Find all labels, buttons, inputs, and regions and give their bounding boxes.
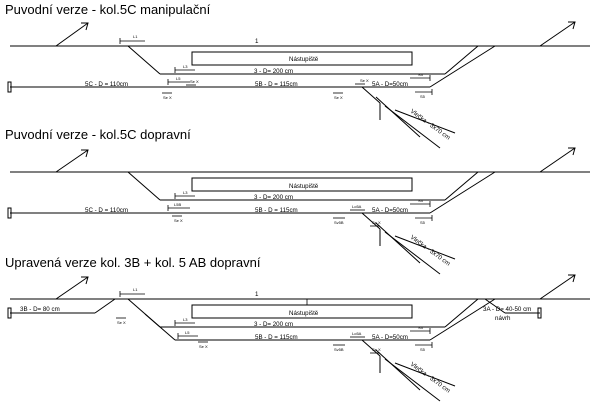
heading-original-manipulation: Puvodní verze - kol.5C manipulační [5, 2, 211, 17]
signal-sv5b: Sv5B [333, 217, 345, 225]
svg-text:L1: L1 [133, 34, 138, 39]
shunting-signal-b: Se X [162, 92, 172, 100]
track-1-label: 1 [255, 291, 259, 298]
track-5a-label: 5A - D=50cm [372, 81, 408, 88]
track-5b-label: 5B - D = 115cm [255, 81, 298, 88]
proposal-label: návrh [495, 315, 511, 322]
buffer-stop [7, 207, 12, 219]
signal-s3: S3 [410, 198, 431, 207]
siding-label: Vlečka - 3x70 cm [409, 361, 452, 395]
shunting-signal-c: Se X [355, 78, 369, 85]
siding-label: Vlečka - 3x70 cm [409, 234, 452, 268]
shunting-signal-b: Se X [370, 220, 381, 227]
svg-text:S5: S5 [420, 220, 426, 225]
signal-sv5b: Sv5B [333, 344, 345, 352]
buffer-stop [7, 307, 12, 319]
svg-text:Se X: Se X [163, 95, 172, 100]
svg-text:S3: S3 [418, 198, 424, 203]
signal-l3: L3 [174, 317, 195, 326]
svg-text:Lo5A: Lo5A [352, 204, 362, 209]
platform-label: Nástupiště [289, 183, 319, 190]
shunting-signal-d: Se X [333, 92, 343, 100]
buffer-stop-right [537, 307, 542, 319]
svg-text:S5: S5 [420, 94, 426, 99]
track-1-label: 1 [255, 38, 259, 45]
svg-text:Lo5A: Lo5A [352, 331, 362, 336]
svg-text:Sv5B: Sv5B [334, 220, 344, 225]
platform-label: Nástupiště [289, 310, 319, 317]
signal-lo5a: Lo5A [350, 204, 365, 211]
signal-s5: S5 [415, 89, 433, 99]
track-5a-label: 5A - D=50cm [372, 207, 408, 214]
track-3-label: 3 - D= 200 cm [254, 194, 293, 201]
track-5c-label: 5C - D = 110cm [85, 207, 128, 214]
heading-original-transport: Puvodní verze - kol.5C dopravní [5, 127, 191, 142]
signal-l1: L1 [119, 287, 145, 297]
buffer-stop [7, 81, 12, 93]
siding-label: Vlečka - 3x70 cm [409, 108, 452, 142]
svg-text:Se X: Se X [334, 95, 343, 100]
track-5c-label: 5C - D = 110cm [85, 81, 128, 88]
svg-text:Se X: Se X [372, 347, 381, 352]
signal-l3: L3 [174, 64, 195, 73]
track-5a-label: 5A - D=50cm [372, 334, 408, 341]
svg-text:S5: S5 [420, 347, 426, 352]
shunting-signal-a: Se X [186, 79, 199, 86]
svg-text:L3: L3 [183, 190, 188, 195]
layout-section-2: Nástupiště 3 - D= 200 cm 5C - D = 110cm … [7, 147, 590, 275]
svg-text:L3: L3 [183, 317, 188, 322]
svg-text:L3: L3 [183, 64, 188, 69]
svg-text:Se X: Se X [117, 320, 126, 325]
svg-text:Se X: Se X [360, 78, 369, 83]
svg-text:Se X: Se X [174, 218, 183, 223]
shunting-signal-a: Se X [116, 317, 126, 325]
signal-l5: L5 [167, 76, 190, 85]
signal-s3: S3 [410, 325, 431, 334]
heading-modified-version: Upravená verze kol. 3B + kol. 5 AB dopra… [5, 255, 261, 270]
svg-text:Se X: Se X [199, 344, 208, 349]
shunting-signal-a: Se X [172, 215, 183, 223]
signal-s5: S5 [415, 342, 433, 352]
svg-text:Sv5B: Sv5B [334, 347, 344, 352]
track-3b-label: 3B - D= 80 cm [20, 306, 60, 313]
shunting-signal-b: Se X [370, 347, 381, 354]
platform [191, 177, 413, 192]
layout-section-1: 1 Nástupiště 3 - D= 200 cm 5C - D = 110c… [7, 21, 590, 149]
svg-text:L5B: L5B [174, 202, 181, 207]
svg-text:S3: S3 [418, 72, 424, 77]
signal-l5b: L5B [167, 202, 190, 211]
svg-text:Se X: Se X [190, 79, 199, 84]
platform-label: Nástupiště [289, 56, 319, 63]
svg-text:S3: S3 [418, 325, 424, 330]
signal-s5: S5 [415, 215, 433, 225]
signal-lo5a: Lo5A [350, 331, 365, 338]
signal-s3: S3 [410, 72, 431, 81]
platform [191, 51, 413, 66]
signal-l5: L5 [177, 330, 198, 339]
signal-l3: L3 [174, 190, 195, 199]
svg-text:L5: L5 [176, 76, 181, 81]
svg-text:L5: L5 [185, 330, 190, 335]
track-5b-label: 5B - D = 115cm [255, 334, 298, 341]
svg-text:L1: L1 [133, 287, 138, 292]
platform [191, 304, 413, 319]
track-3a-label: 3A - D= 40-50 cm [483, 306, 531, 313]
svg-text:Se X: Se X [372, 220, 381, 225]
layout-section-3: 1 3B - D= 80 cm 3A - D= 40-50 cm návrh N… [7, 274, 590, 402]
track-3-label: 3 - D= 200 cm [254, 321, 293, 328]
track-3-label: 3 - D= 200 cm [254, 68, 293, 75]
shunting-signal-c: Se X [198, 341, 208, 349]
signal-l1: L1 [119, 34, 145, 44]
track-5b-label: 5B - D = 115cm [255, 207, 298, 214]
